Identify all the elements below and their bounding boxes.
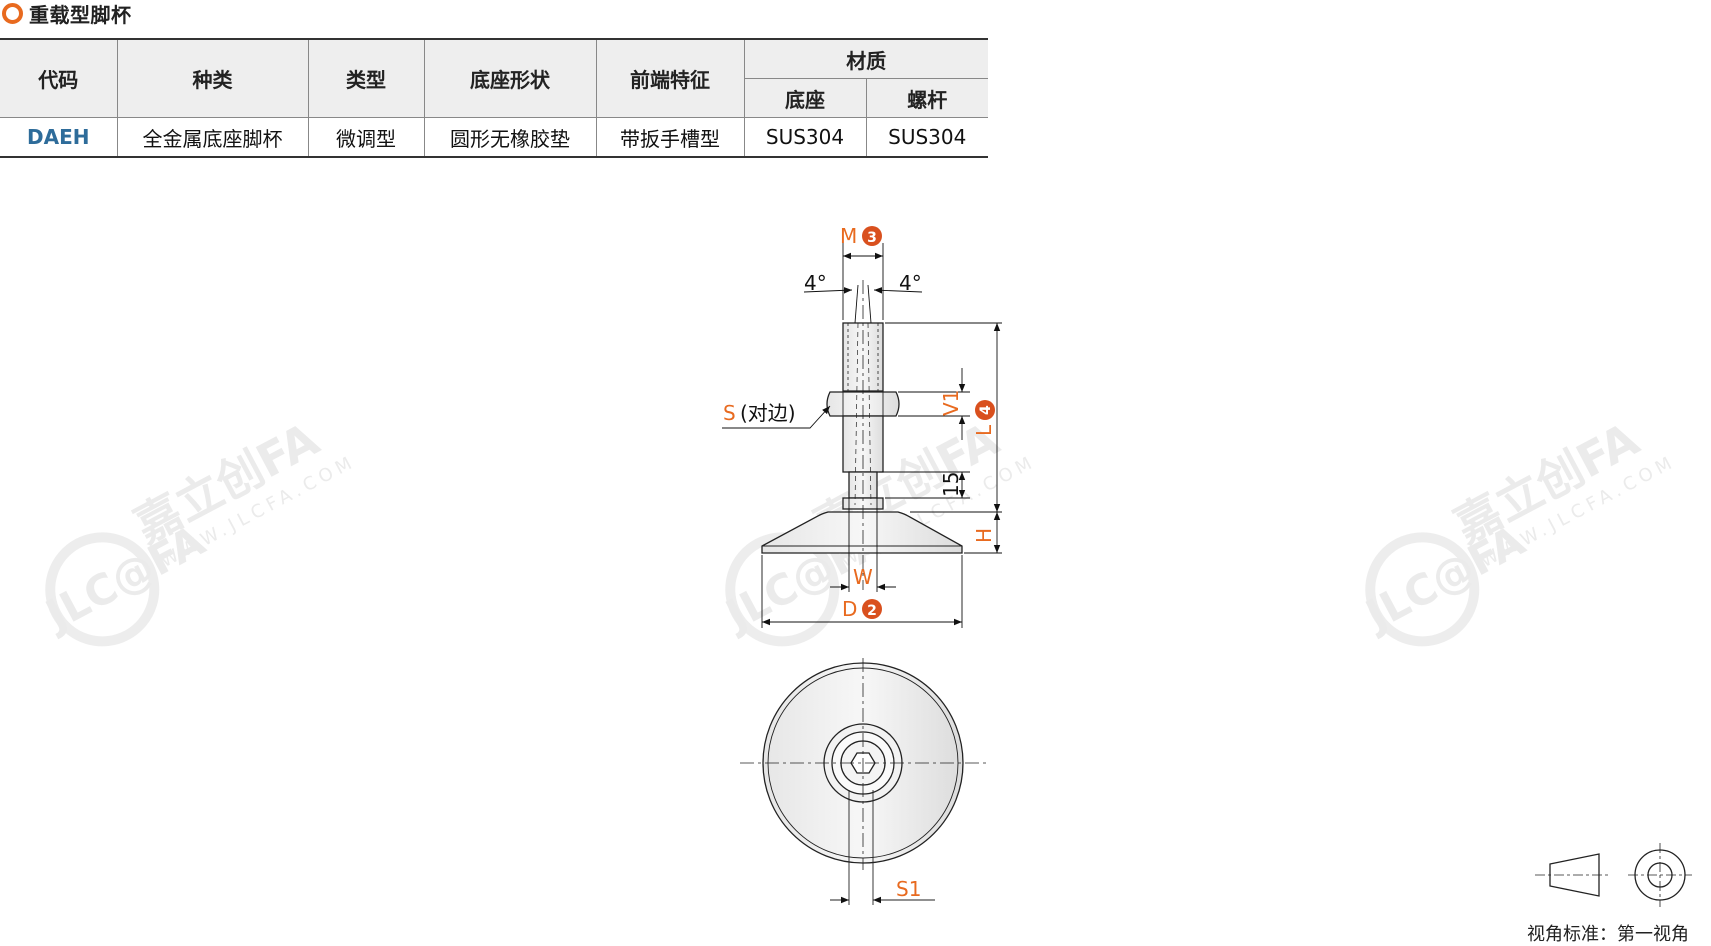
label-angle-right: 4° xyxy=(899,271,922,295)
projection-symbol-icon xyxy=(1535,843,1692,907)
header-material-screw: 螺杆 xyxy=(865,78,988,118)
header-base-shape: 底座形状 xyxy=(423,38,597,118)
round-base xyxy=(761,511,963,554)
circle-bullet-icon xyxy=(2,2,23,24)
label-15: 15 xyxy=(939,472,963,497)
view-standard-caption: 视角标准：第一视角 xyxy=(1527,924,1689,945)
top-view xyxy=(740,658,986,905)
header-material: 材质 xyxy=(743,38,988,79)
label-angle-left: 4° xyxy=(804,271,827,295)
label-s-suffix: (对边) xyxy=(740,401,796,425)
hex-nut xyxy=(826,391,900,417)
spec-table: 代码 种类 类型 底座形状 前端特征 材质 底座 螺杆 DAEH 全金属底座脚杯… xyxy=(0,38,988,158)
cell-code: DAEH xyxy=(0,117,118,158)
label-s1: S1 xyxy=(896,877,921,901)
header-material-base: 底座 xyxy=(744,78,867,118)
label-w: W xyxy=(853,565,873,589)
section-heading: 重载型脚杯 xyxy=(2,0,132,27)
cell-base-shape: 圆形无橡胶垫 xyxy=(423,117,597,158)
header-category: 种类 xyxy=(116,38,309,118)
badge-d-icon xyxy=(862,599,882,619)
label-d: D xyxy=(842,597,857,621)
badge-l: 4 xyxy=(978,405,994,415)
badge-d: 2 xyxy=(867,603,877,619)
drawing-labels: M 3 4° 4° S (对边) V1 L 4 15 H W D 2 S1 xyxy=(723,224,996,901)
watermark-left: JLC@FA 嘉立创FA WWW.JLCFA.COM xyxy=(35,412,360,647)
cell-tip-feature: 带扳手槽型 xyxy=(595,117,745,158)
header-tip-feature: 前端特征 xyxy=(595,38,745,118)
side-view xyxy=(761,280,963,590)
section-title: 重载型脚杯 xyxy=(29,2,132,27)
side-view-dimensions xyxy=(722,243,1002,628)
badge-m-icon xyxy=(862,226,882,246)
header-type: 类型 xyxy=(307,38,425,118)
cell-type: 微调型 xyxy=(307,117,425,158)
badge-m: 3 xyxy=(867,230,877,246)
table-row: DAEH 全金属底座脚杯 微调型 圆形无橡胶垫 带扳手槽型 SUS304 SUS… xyxy=(0,117,988,158)
cell-material-screw: SUS304 xyxy=(865,117,988,158)
badge-l-icon xyxy=(975,400,995,420)
cell-category: 全金属底座脚杯 xyxy=(116,117,309,158)
label-v1: V1 xyxy=(939,390,963,416)
watermark-right: JLC@FA 嘉立创FA WWW.JLCFA.COM xyxy=(1355,412,1680,647)
label-h: H xyxy=(972,528,996,543)
header-code: 代码 xyxy=(0,38,118,118)
label-l: L xyxy=(972,424,996,436)
label-m: M xyxy=(840,224,857,248)
label-s: S xyxy=(723,401,736,425)
